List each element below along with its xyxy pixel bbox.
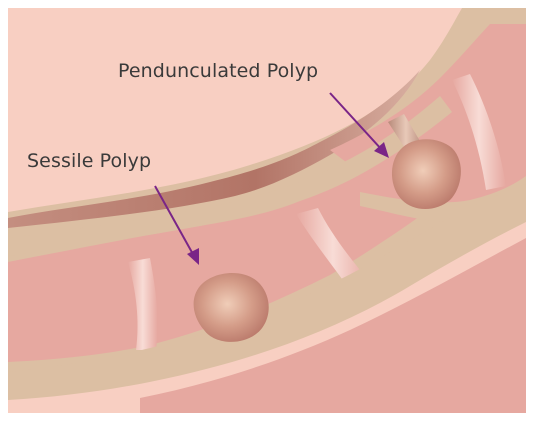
pedunculated-polyp <box>392 139 461 209</box>
pedunculated-polyp-label: Pendunculated Polyp <box>118 60 318 82</box>
sessile-polyp-label: Sessile Polyp <box>27 150 151 172</box>
